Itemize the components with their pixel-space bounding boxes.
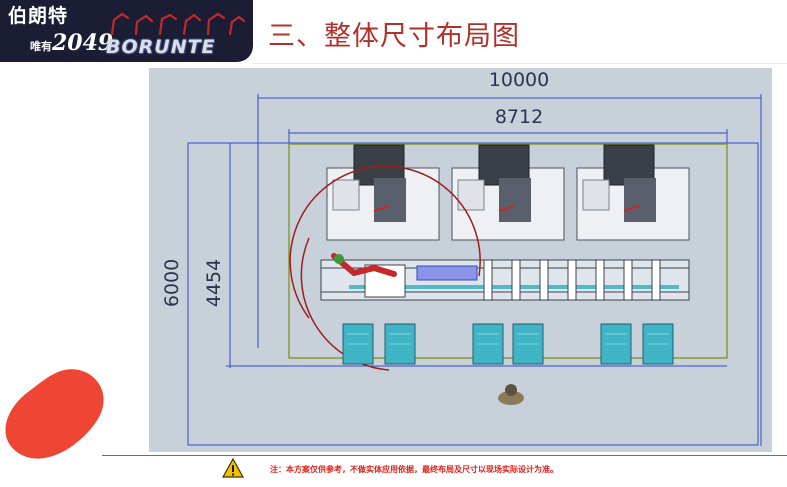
page-title: 三、整体尺寸布局图	[268, 21, 520, 52]
logo-calligraphy: 伯朗特	[8, 5, 69, 27]
footer-notice: 注：本方案仅供参考，不做实体应用依据，最终布局及尺寸以现场实际设计为准。	[222, 458, 622, 482]
layout-drawing: 10000 8712 6000 4454	[149, 68, 772, 452]
brand-logo: 伯朗特 唯有2049 BORUNTE	[0, 0, 253, 62]
dimension-lines	[187, 94, 762, 446]
logo-brand-name: BORUNTE	[106, 36, 216, 58]
operator-figure	[498, 384, 524, 405]
machine-tool-3	[576, 144, 690, 241]
robot-arms-graphic	[110, 12, 246, 36]
guard-fence	[288, 143, 728, 359]
machine-tool-2	[451, 144, 565, 241]
warning-triangle-icon	[222, 458, 244, 478]
logo-year-number: 2049	[52, 30, 114, 56]
logo-small-text: 唯有	[30, 40, 52, 53]
footer-divider	[102, 455, 787, 456]
dimension-total-width: 10000	[489, 69, 549, 91]
dimension-inner-height: 4454	[203, 259, 225, 307]
decorative-accent-shape	[5, 369, 104, 459]
logo-year: 唯有2049	[30, 30, 113, 56]
footer-note: 注：本方案仅供参考，不做实体应用依据，最终布局及尺寸以现场实际设计为准。	[270, 465, 558, 474]
bin-grid-lines	[347, 333, 669, 345]
robot-arm	[331, 253, 406, 298]
dimension-total-height: 6000	[161, 259, 183, 307]
machine-tool-1	[326, 144, 440, 241]
dimension-inner-width: 8712	[495, 106, 543, 128]
robot-reach-arc	[289, 165, 481, 319]
header-divider	[253, 63, 787, 64]
robot-reach-arc-lower	[300, 237, 390, 371]
